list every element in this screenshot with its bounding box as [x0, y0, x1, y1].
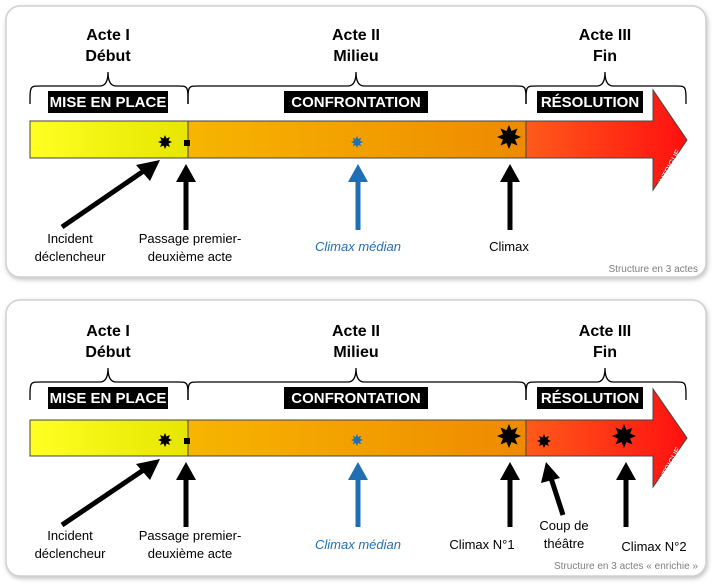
climax-1-arrowhead	[500, 462, 520, 480]
turning-point-label-line-1: Passage premier-	[139, 231, 242, 246]
midpoint-arrowhead	[348, 462, 368, 480]
plot-twist-star	[537, 434, 551, 448]
turning-point-marker	[184, 140, 190, 146]
phase-2-label: CONFRONTATION	[291, 390, 420, 407]
midpoint-label: Climax médian	[315, 537, 401, 552]
climax-label: Climax	[489, 239, 529, 254]
act-3-brace	[525, 71, 687, 105]
climax-2-star	[612, 424, 636, 448]
phase-3-label-bg	[537, 387, 643, 409]
plot-twist-star-shape	[537, 434, 551, 448]
act-1-brace	[29, 367, 189, 401]
act-3-arrow	[525, 387, 688, 489]
inciting-incident-arrowhead	[136, 459, 160, 480]
plot-twist-label-line-1: Coup de	[539, 518, 588, 533]
inciting-incident-star-shape	[158, 135, 172, 149]
act-2-title: Acte II	[332, 323, 380, 340]
inciting-incident-label-line-1: Incident	[47, 231, 93, 246]
turning-point-arrowhead	[176, 462, 196, 480]
act-2-subtitle: Milieu	[333, 48, 378, 65]
panel-caption: Structure en 3 actes « enrichie »	[554, 561, 698, 572]
inciting-incident-star	[158, 433, 172, 447]
phase-2-label-bg	[284, 387, 428, 409]
climax-arrowhead	[500, 164, 520, 182]
turning-point-marker	[184, 438, 190, 444]
phase-3-label-bg	[537, 91, 643, 113]
act-3-title: Acte III	[579, 27, 631, 44]
inciting-incident-label-line-1: Incident	[47, 528, 93, 543]
climax-star	[497, 125, 521, 149]
phase-1-label: MISE EN PLACE	[50, 390, 167, 407]
plot-twist-arrowhead	[541, 462, 560, 483]
turning-point-label-line-1: Passage premier-	[139, 528, 242, 543]
turning-point-arrowhead	[176, 164, 196, 182]
act-2-brace	[187, 71, 527, 105]
act-2-title: Acte II	[332, 27, 380, 44]
midpoint-star-shape	[351, 136, 363, 148]
act-1-title: Acte I	[86, 323, 130, 340]
turning-point-label-line-2: deuxième acte	[148, 249, 233, 264]
phase-2-label-bg	[284, 91, 428, 113]
inciting-incident-arrowhead	[136, 160, 160, 181]
turning-point-label-line-2: deuxième acte	[148, 546, 233, 561]
inciting-incident-arrow	[60, 165, 150, 230]
act-1-title: Acte I	[86, 27, 130, 44]
climax-star-shape	[497, 125, 521, 149]
inciting-incident-label-line-2: déclencheur	[35, 546, 106, 561]
climax-1-label: Climax N°1	[449, 537, 514, 552]
phase-2-label: CONFRONTATION	[291, 94, 420, 111]
act-3-brace	[525, 367, 687, 401]
phase-3-label: RÉSOLUTION	[541, 94, 639, 111]
act-3-subtitle: Fin	[593, 48, 617, 65]
climax-2-label: Climax N°2	[621, 539, 686, 554]
inciting-incident-star-shape	[158, 433, 172, 447]
inciting-incident-label-line-2: déclencheur	[35, 249, 106, 264]
panel-basic: Acte I Début Acte II Milieu Acte III Fin…	[5, 5, 707, 278]
panel-enriched: Acte I Début Acte II Milieu Acte III Fin…	[5, 299, 707, 577]
climax-1-star	[497, 424, 521, 448]
act-2-brace	[187, 367, 527, 401]
inciting-incident-star	[158, 135, 172, 149]
phase-3-label: RÉSOLUTION	[541, 390, 639, 407]
phase-1-label-bg	[48, 91, 168, 113]
act-3-subtitle: Fin	[593, 344, 617, 361]
climax-1-star-shape	[497, 424, 521, 448]
climax-2-star-shape	[612, 424, 636, 448]
plot-twist-label-line-2: théâtre	[544, 536, 584, 551]
act-1-brace	[29, 71, 189, 105]
midpoint-star-shape	[351, 434, 363, 446]
midpoint-label: Climax médian	[315, 239, 401, 254]
act-3-arrow	[525, 88, 688, 192]
midpoint-arrowhead	[348, 164, 368, 182]
plot-twist-arrow	[548, 477, 566, 516]
act-3-title: Acte III	[579, 323, 631, 340]
midpoint-star	[351, 136, 363, 148]
panel-caption: Structure en 3 actes	[609, 264, 699, 275]
act-1-subtitle: Début	[85, 344, 131, 361]
act-1-subtitle: Début	[85, 48, 131, 65]
phase-1-label-bg	[48, 387, 168, 409]
act-2-subtitle: Milieu	[333, 344, 378, 361]
midpoint-star	[351, 434, 363, 446]
phase-1-label: MISE EN PLACE	[50, 94, 167, 111]
inciting-incident-arrow	[60, 464, 150, 528]
climax-2-arrowhead	[616, 462, 636, 480]
